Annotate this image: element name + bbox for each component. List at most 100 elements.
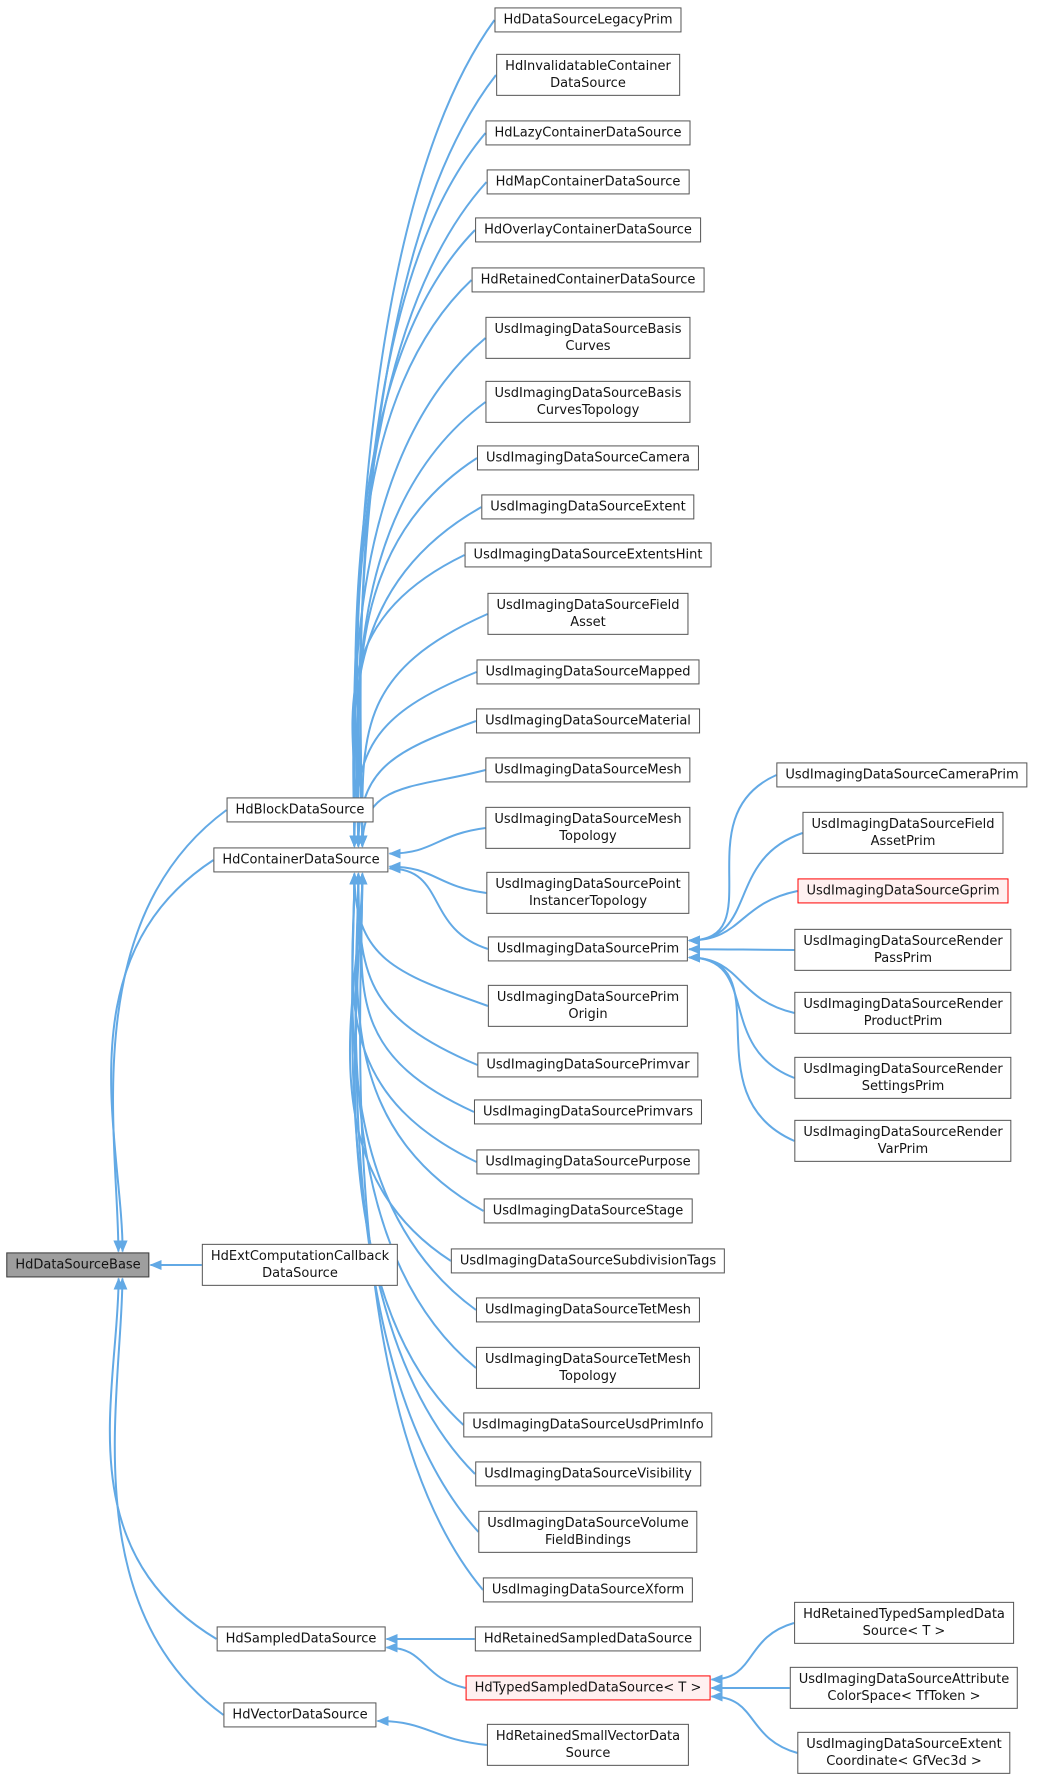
class-node-usd-primvar[interactable]: UsdImagingDataSourcePrimvar xyxy=(477,1052,699,1078)
class-node-label: ProductPrim xyxy=(863,1014,943,1029)
class-node-usd-tet-mesh[interactable]: UsdImagingDataSourceTetMesh xyxy=(475,1297,701,1323)
class-node-usd-material[interactable]: UsdImagingDataSourceMaterial xyxy=(476,708,700,734)
inheritance-edge-usd-gprim-to-usd-prim xyxy=(688,890,798,946)
class-node-usd-usd-prim-info[interactable]: UsdImagingDataSourceUsdPrimInfo xyxy=(463,1412,713,1438)
class-node-label: UsdImagingDataSourceExtentsHint xyxy=(473,547,703,563)
class-node-label: HdRetainedSmallVectorData xyxy=(495,1728,681,1744)
class-node-label: HdInvalidatableContainer xyxy=(505,58,671,74)
class-node-hd-data-source-legacy-prim[interactable]: HdDataSourceLegacyPrim xyxy=(494,7,682,33)
inheritance-edge-usd-mesh-to-hd-container-data-source xyxy=(357,769,486,848)
class-node-label: UsdImagingDataSourceVisibility xyxy=(484,1466,692,1482)
class-node-label: UsdImagingDataSourceXform xyxy=(491,1582,685,1598)
inheritance-edge-hd-vector-data-source-to-hd-data-source-base xyxy=(113,1277,225,1716)
class-node-usd-extents-hint[interactable]: UsdImagingDataSourceExtentsHint xyxy=(464,542,712,568)
class-node-label: ColorSpace< TfToken > xyxy=(827,1689,981,1704)
class-node-hd-lazy-container-data-source[interactable]: HdLazyContainerDataSource xyxy=(485,120,691,146)
class-node-label: HdRetainedTypedSampledData xyxy=(803,1606,1005,1622)
class-node-label: Origin xyxy=(568,1007,608,1022)
class-node-label: UsdImagingDataSourceMaterial xyxy=(485,713,691,729)
class-node-label: HdSampledDataSource xyxy=(225,1631,377,1647)
inheritance-edge-usd-stage-to-hd-container-data-source xyxy=(353,872,484,1212)
class-node-label: UsdImagingDataSourceExtent xyxy=(806,1736,1002,1752)
class-node-label: HdDataSourceBase xyxy=(15,1257,141,1273)
class-node-label: UsdImagingDataSourceRender xyxy=(803,996,1003,1012)
inheritance-edge-hd-block-data-source-to-hd-data-source-base xyxy=(112,809,228,1253)
inheritance-edge-usd-render-var-prim-to-usd-prim xyxy=(688,952,795,1142)
class-node-label: HdMapContainerDataSource xyxy=(495,174,681,190)
inheritance-edge-usd-point-instancer-topology-to-hd-container-data-source xyxy=(388,861,487,894)
class-node-label: FieldBindings xyxy=(545,1533,631,1548)
class-node-label: UsdImagingDataSourceCamera xyxy=(485,450,691,466)
class-node-label: UsdImagingDataSourcePurpose xyxy=(485,1154,691,1170)
inheritance-edge-hd-typed-sampled-data-source-to-hd-sampled-data-source xyxy=(385,1642,466,1689)
class-node-hd-overlay-container-data-source[interactable]: HdOverlayContainerDataSource xyxy=(475,217,701,243)
class-node-hd-retained-container-data-source[interactable]: HdRetainedContainerDataSource xyxy=(471,267,705,293)
class-node-usd-camera[interactable]: UsdImagingDataSourceCamera xyxy=(476,445,700,471)
class-node-usd-primvars[interactable]: UsdImagingDataSourcePrimvars xyxy=(473,1099,703,1125)
class-node-usd-mapped[interactable]: UsdImagingDataSourceMapped xyxy=(476,659,700,685)
class-node-label: UsdImagingDataSourceRender xyxy=(803,1061,1003,1077)
class-node-hd-typed-sampled-data-source[interactable]: HdTypedSampledDataSource< T > xyxy=(465,1675,711,1701)
class-node-hd-retained-sampled-data-source[interactable]: HdRetainedSampledDataSource xyxy=(474,1626,702,1652)
inheritance-edge-hd-retained-container-data-source-to-hd-container-data-source xyxy=(356,279,473,848)
class-node-label: HdContainerDataSource xyxy=(222,852,380,868)
class-node-label: Coordinate< GfVec3d > xyxy=(826,1754,982,1769)
class-node-label: HdBlockDataSource xyxy=(235,802,365,818)
inheritance-edge-usd-prim-to-hd-container-data-source xyxy=(388,863,489,950)
class-node-usd-stage[interactable]: UsdImagingDataSourceStage xyxy=(483,1198,693,1224)
inheritance-edge-usd-camera-prim-to-usd-prim xyxy=(688,774,777,946)
class-node-usd-gprim[interactable]: UsdImagingDataSourceGprim xyxy=(797,878,1009,904)
class-node-hd-block-data-source[interactable]: HdBlockDataSource xyxy=(226,797,374,823)
class-node-hd-data-source-base[interactable]: HdDataSourceBase xyxy=(6,1252,150,1278)
class-node-label: UsdImagingDataSourceField xyxy=(496,597,680,613)
class-node-hd-map-container-data-source[interactable]: HdMapContainerDataSource xyxy=(486,169,690,195)
class-node-label: UsdImagingDataSourceTetMesh xyxy=(484,1351,692,1367)
class-node-label: CurvesTopology xyxy=(536,403,640,418)
class-node-usd-prim[interactable]: UsdImagingDataSourcePrim xyxy=(487,936,689,962)
class-node-usd-subdivision-tags[interactable]: UsdImagingDataSourceSubdivisionTags xyxy=(450,1248,726,1274)
class-node-label: UsdImagingDataSourceAttribute xyxy=(798,1671,1010,1687)
class-node-usd-visibility[interactable]: UsdImagingDataSourceVisibility xyxy=(475,1461,701,1487)
class-node-usd-purpose[interactable]: UsdImagingDataSourcePurpose xyxy=(476,1149,700,1175)
class-node-label: UsdImagingDataSourceMapped xyxy=(485,664,691,680)
class-node-hd-container-data-source[interactable]: HdContainerDataSource xyxy=(213,847,389,873)
inheritance-edge-usd-extent-to-hd-container-data-source xyxy=(349,506,482,848)
class-node-usd-xform[interactable]: UsdImagingDataSourceXform xyxy=(482,1577,694,1603)
class-node-label: UsdImagingDataSourcePoint xyxy=(495,876,681,892)
inheritance-edge-hd-overlay-container-data-source-to-hd-container-data-source xyxy=(353,229,476,848)
class-node-label: Curves xyxy=(565,339,611,354)
class-node-label: UsdImagingDataSourcePrimvar xyxy=(486,1057,690,1073)
class-node-label: UsdImagingDataSourceField xyxy=(811,816,995,832)
inheritance-edge-usd-extent-coordinate-to-hd-typed-sampled-data-source xyxy=(710,1691,798,1754)
class-node-usd-mesh[interactable]: UsdImagingDataSourceMesh xyxy=(485,757,691,783)
class-node-usd-camera-prim[interactable]: UsdImagingDataSourceCameraPrim xyxy=(776,762,1028,788)
inheritance-edge-hd-sampled-data-source-to-hd-data-source-base xyxy=(108,1277,218,1640)
inheritance-edge-hd-retained-typed-sampled-data-source-to-hd-typed-sampled-data-source xyxy=(710,1622,795,1685)
class-node-usd-extent[interactable]: UsdImagingDataSourceExtent xyxy=(481,494,695,520)
class-node-label: HdDataSourceLegacyPrim xyxy=(503,12,673,28)
class-node-label: UsdImagingDataSourceBasis xyxy=(494,321,682,337)
class-node-label: HdOverlayContainerDataSource xyxy=(484,222,692,238)
class-node-hd-sampled-data-source[interactable]: HdSampledDataSource xyxy=(216,1626,386,1652)
class-node-hd-vector-data-source[interactable]: HdVectorDataSource xyxy=(223,1702,377,1728)
class-node-label: PassPrim xyxy=(874,951,932,966)
